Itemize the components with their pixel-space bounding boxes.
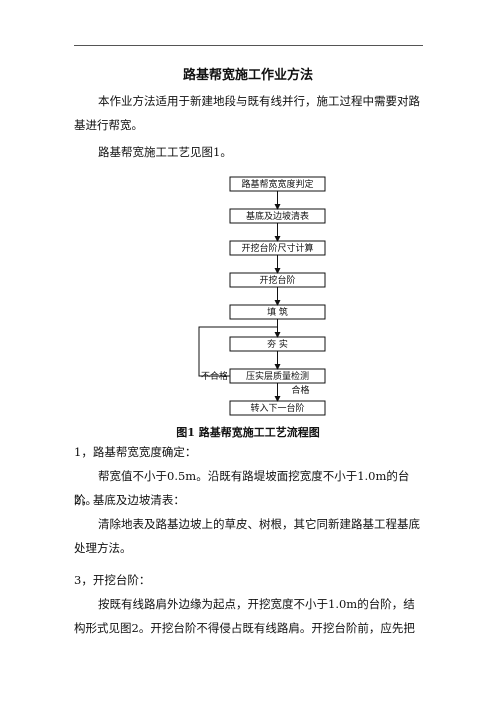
flow-step-label: 开挖台阶尺寸计算 [241,242,313,254]
section-2-body: 清除地表及路基边坡上的草皮、树根，其它同新建路基工程基底处理方法。 [74,517,420,555]
section-1-title: 1，路基帮宽宽度确定： [74,445,197,459]
flow-step-label: 基底及边坡清表 [246,210,309,222]
rework-loop-line [198,326,278,377]
flow-step-label: 开挖台阶 [259,274,295,286]
fail-label: 不合格 [201,370,228,382]
section-2-title: 2，基底及边坡清表： [74,493,185,507]
section-1-body: 帮宽值不小于0.5m。沿既有路堤坡面挖宽度不小于1.0m的台阶。 [74,469,410,507]
flow-step-label: 压实层质量检测 [246,370,309,382]
section-3-body: 按既有线路肩外边缘为起点，开挖宽度不小于1.0m的台阶，结构形式见图2。开挖台阶… [74,597,415,635]
header-rule [74,45,423,46]
intro-paragraph: 本作业方法适用于新建地段与既有线并行，施工过程中需要对路基进行帮宽。 [74,94,420,132]
figure-caption: 图1 路基帮宽施工工艺流程图 [176,426,320,439]
flow-step-label: 路基帮宽宽度判定 [241,178,313,190]
flow-step-label: 夯 实 [267,338,288,350]
section-3-title: 3，开挖台阶： [74,573,151,587]
process-reference: 路基帮宽施工工艺见图1。 [98,145,232,159]
document-title: 路基帮宽施工作业方法 [182,68,313,83]
flow-step-label: 填 筑 [267,306,288,318]
flow-step-label: 转入下一台阶 [250,402,304,414]
pass-label: 合格 [292,384,310,396]
